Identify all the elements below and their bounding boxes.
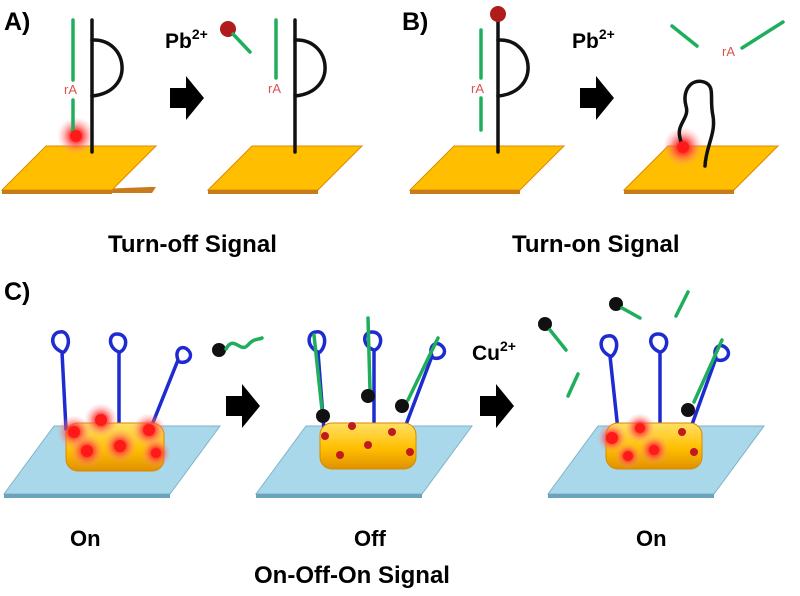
panel-b-caption: Turn-on Signal — [512, 231, 680, 258]
aptamer-strand — [649, 332, 669, 434]
quencher-ball-icon — [212, 343, 226, 357]
quencher-probe-strand — [224, 336, 264, 351]
cleavage-site-label: rA — [722, 44, 735, 59]
assembly-c2 — [255, 316, 473, 498]
quencher-ball-icon — [490, 6, 506, 22]
cleavage-site-label: rA — [64, 82, 77, 97]
cleavage-site-label: rA — [471, 81, 484, 96]
fluorophore-icon — [70, 130, 82, 142]
folded-enzyme-strand — [677, 79, 716, 168]
enzyme-loop — [496, 38, 530, 98]
panel-a-caption: Turn-off Signal — [108, 231, 277, 258]
panel-a-label: A) — [4, 8, 30, 36]
cleaved-fragment — [740, 20, 785, 50]
cleaved-fragment — [548, 328, 568, 352]
gold-surface-b1 — [408, 145, 566, 194]
quenched-fluorophore — [678, 428, 686, 436]
gold-surface-a2 — [206, 145, 364, 194]
quencher-ball-icon — [681, 403, 695, 417]
assembly-c1 — [3, 330, 221, 498]
lead-ion-label: Pb2+ — [572, 26, 615, 53]
aptamer-strand — [51, 330, 71, 431]
enzyme-loop — [293, 38, 327, 98]
cleaved-fragment — [231, 32, 252, 54]
state-label-on-2: On — [636, 526, 667, 551]
aptamer-strand — [599, 334, 620, 432]
gold-surface-b2 — [622, 145, 780, 194]
aptamer-strand — [688, 343, 731, 432]
substrate-strand — [366, 316, 372, 392]
aptamer-strand — [307, 330, 327, 432]
process-arrow-icon — [580, 76, 614, 120]
fluorophore-icon — [606, 432, 618, 444]
copper-ion-label: Cu2+ — [472, 338, 516, 365]
quencher-ball-icon — [538, 317, 552, 331]
process-arrow-icon — [170, 76, 204, 120]
substrate-strand — [406, 336, 440, 402]
process-arrow-icon — [480, 384, 514, 428]
panel-b: B) rA Pb2+ rA Turn-on Signal — [402, 6, 785, 258]
substrate-strand — [692, 338, 724, 404]
panel-a: A) rA Pb2+ rA Turn-off Signal — [0, 8, 364, 258]
lead-ion-label: Pb2+ — [165, 26, 208, 53]
aptamer-strand — [148, 345, 193, 432]
panel-b-label: B) — [402, 8, 428, 36]
fluorophore-icon — [677, 141, 689, 153]
cleavage-site-label: rA — [268, 81, 281, 96]
panel-c-caption: On-Off-On Signal — [254, 562, 450, 589]
quencher-ball-icon — [316, 409, 330, 423]
enzyme-loop — [90, 38, 124, 98]
cleaved-fragment — [670, 24, 699, 48]
aptamer-strand — [108, 332, 128, 434]
panel-c: C) — [3, 278, 765, 589]
process-arrow-icon — [226, 384, 260, 428]
substrate-strand — [312, 333, 324, 412]
aptamer-strand — [402, 341, 447, 432]
quenched-fluorophore — [321, 432, 329, 440]
fluorophore-icon — [68, 426, 80, 438]
state-label-on-1: On — [70, 526, 101, 551]
state-label-off: Off — [354, 526, 386, 551]
gold-surface-a1 — [0, 145, 158, 194]
assembly-c3 — [547, 332, 765, 498]
panel-c-label: C) — [4, 278, 30, 306]
